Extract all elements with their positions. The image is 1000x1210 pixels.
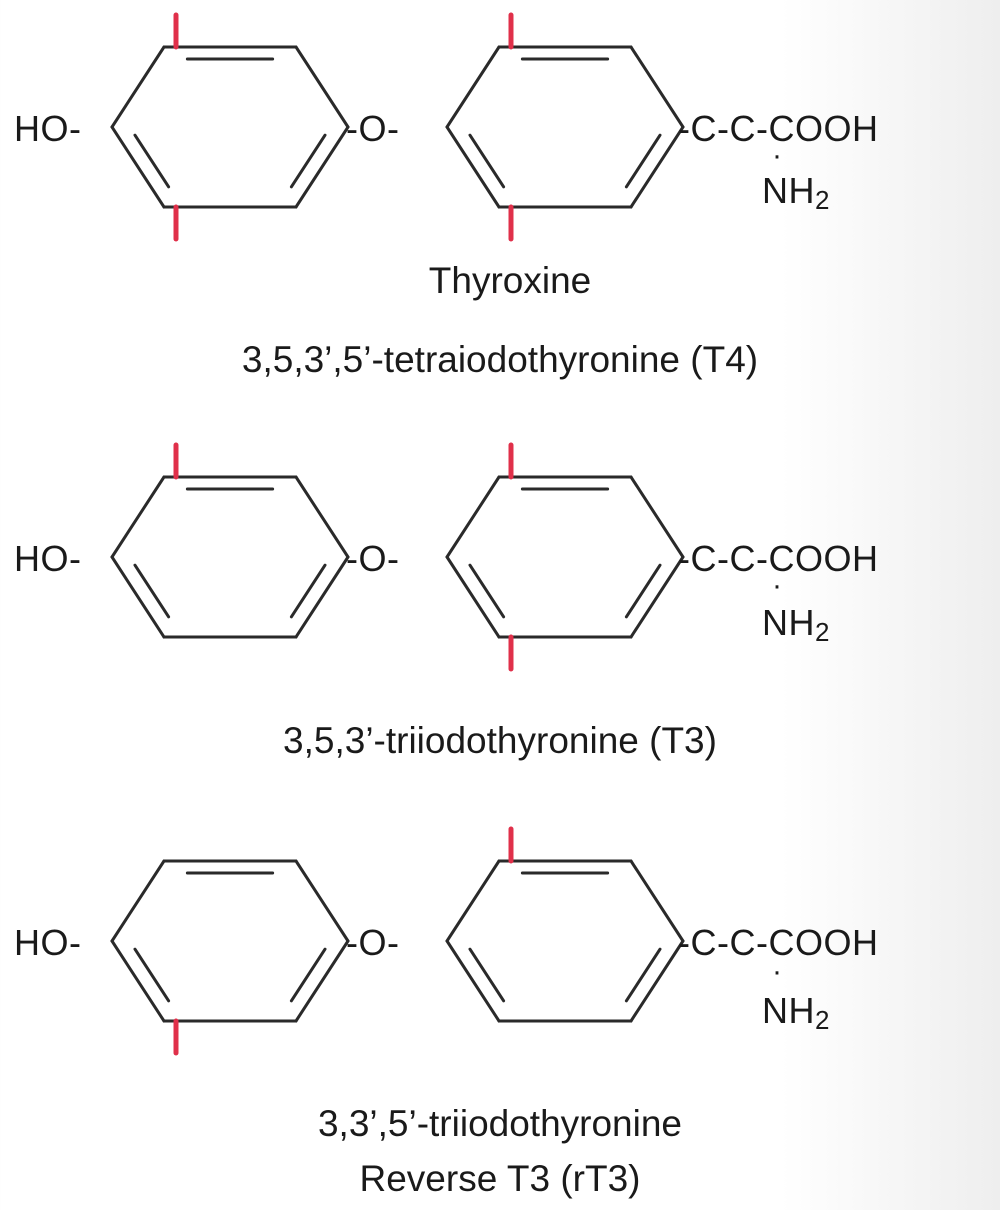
ring-a-bond (110, 939, 166, 1023)
ring-b-double-bond (624, 133, 662, 189)
caption-rt3-name: 3,3’,5’-triiodothyronine (317, 1103, 683, 1144)
ring-a-bond (294, 125, 350, 209)
ring-a-bond (294, 45, 350, 129)
side-chain-label: -C-C-COOH (678, 538, 879, 579)
ring-b-double-bond (468, 563, 506, 619)
ring-a-bond (110, 125, 166, 209)
ring-b-bond (445, 859, 501, 943)
ring-b-bond (445, 125, 501, 209)
ether-label: -O- (346, 922, 400, 963)
caption-t4: 3,5,3’,5’-tetraiodothyronine (T4) (241, 339, 759, 380)
side-chain-label: -C-C-COOH (678, 922, 879, 963)
ring-b-double-bond (468, 947, 506, 1003)
ring-a-bond (294, 939, 350, 1023)
ring-b-bond (629, 555, 685, 639)
ring-a-bond (110, 555, 166, 639)
alpha-carbon-bond-dot: · (772, 139, 782, 172)
ring-b-double-bond (468, 133, 506, 189)
hydroxyl-label: HO- (14, 108, 82, 149)
ring-b-bond (629, 125, 685, 209)
ring-a-double-bond (289, 947, 327, 1003)
ring-b-bond (629, 475, 685, 559)
ring-b-bond (445, 45, 501, 129)
ring-b-bond (629, 939, 685, 1023)
alpha-carbon-bond-dot: · (772, 955, 782, 988)
caption-thyroxine: Thyroxine (428, 260, 592, 301)
ring-b-bond (445, 475, 501, 559)
ring-a-bond (294, 859, 350, 943)
ether-label: -O- (346, 108, 400, 149)
alpha-carbon-bond-dot: · (772, 569, 782, 602)
side-chain-label: -C-C-COOH (678, 108, 879, 149)
ring-a-double-bond (289, 133, 327, 189)
ether-label: -O- (346, 538, 400, 579)
hydroxyl-label: HO- (14, 538, 82, 579)
ring-a-double-bond (133, 133, 171, 189)
ring-a-bond (294, 475, 350, 559)
ring-b-bond (445, 939, 501, 1023)
caption-t3: 3,5,3’-triiodothyronine (T3) (283, 720, 717, 761)
ring-b-bond (445, 555, 501, 639)
ring-a-bond (110, 45, 166, 129)
ring-a-double-bond (289, 563, 327, 619)
amine-label: NH2 (762, 170, 830, 215)
ring-a-double-bond (133, 947, 171, 1003)
ring-b-bond (629, 859, 685, 943)
amine-label: NH2 (762, 602, 830, 647)
hydroxyl-label: HO- (14, 922, 82, 963)
amine-label: NH2 (762, 990, 830, 1035)
ring-a-bond (110, 859, 166, 943)
ring-b-double-bond (624, 563, 662, 619)
ring-a-bond (110, 475, 166, 559)
ring-a-double-bond (133, 563, 171, 619)
ring-a-bond (294, 555, 350, 639)
ring-b-double-bond (624, 947, 662, 1003)
caption-rt3-abbrev: Reverse T3 (rT3) (359, 1158, 641, 1199)
ring-b-bond (629, 45, 685, 129)
